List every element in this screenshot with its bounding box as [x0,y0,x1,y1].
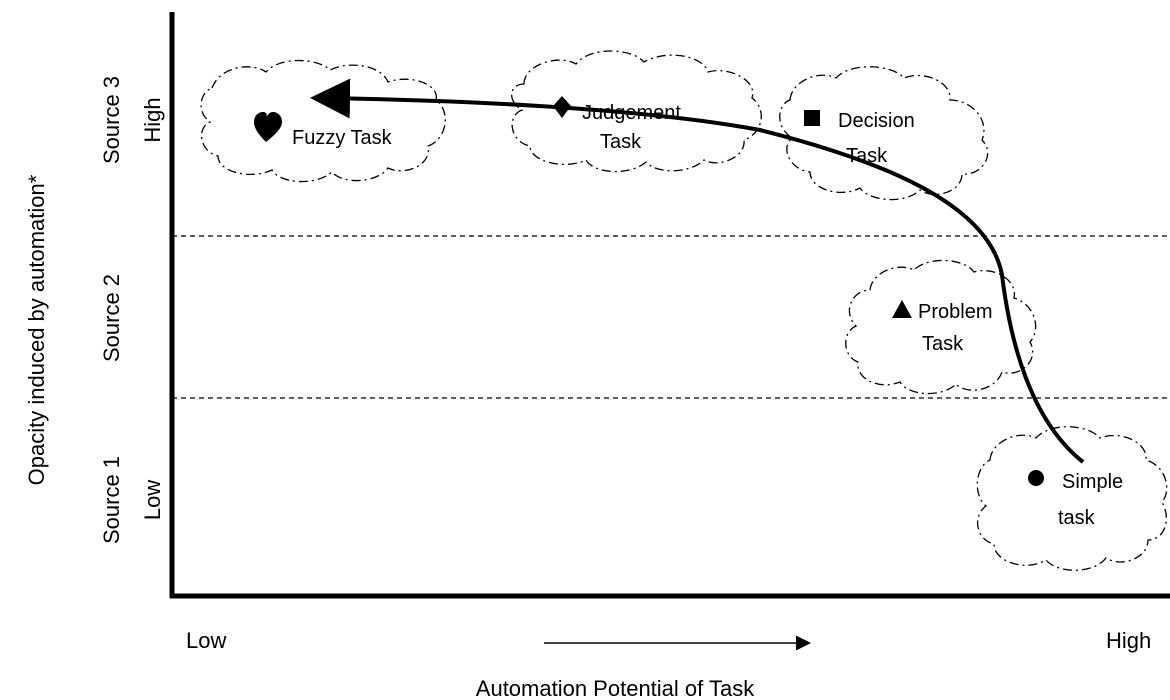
decision-task-label-line1: Decision [838,110,915,132]
cloud-decision [779,66,989,201]
diamond-icon [553,96,571,118]
triangle-icon [892,300,912,318]
fuzzy-task-label: Fuzzy Task [292,127,393,149]
problem-task-label-line1: Problem [918,301,992,323]
heart-icon [254,112,282,142]
simple-task-label-line2: task [1058,507,1096,529]
problem-task-label-line2: Task [922,333,964,355]
y-axis-title: Opacity induced by automation* [24,174,49,485]
judgement-task-label-line2: Task [600,131,642,153]
cloud-problem [845,259,1037,395]
cloud-simple [976,426,1168,571]
decision-task-label-line2: Task [846,145,888,167]
y-band-1-source: Source 1 [99,456,124,544]
cloud-judgement [511,50,762,173]
cloud-fuzzy [200,59,446,183]
x-axis-title: Automation Potential of Task [476,676,755,700]
y-band-1-level: Low [140,480,165,520]
judgement-task-label-line1: Judgement [582,102,681,124]
square-icon [804,110,820,126]
circle-icon [1028,470,1044,486]
y-band-2-source: Source 2 [99,274,124,362]
automation-curve [310,78,1085,464]
x-axis-high-label: High [1106,628,1151,653]
y-band-3-level: High [140,97,165,142]
simple-task-label-line1: Simple [1062,471,1123,493]
y-band-3-source: Source 3 [99,76,124,164]
x-axis-low-label: Low [186,628,226,653]
